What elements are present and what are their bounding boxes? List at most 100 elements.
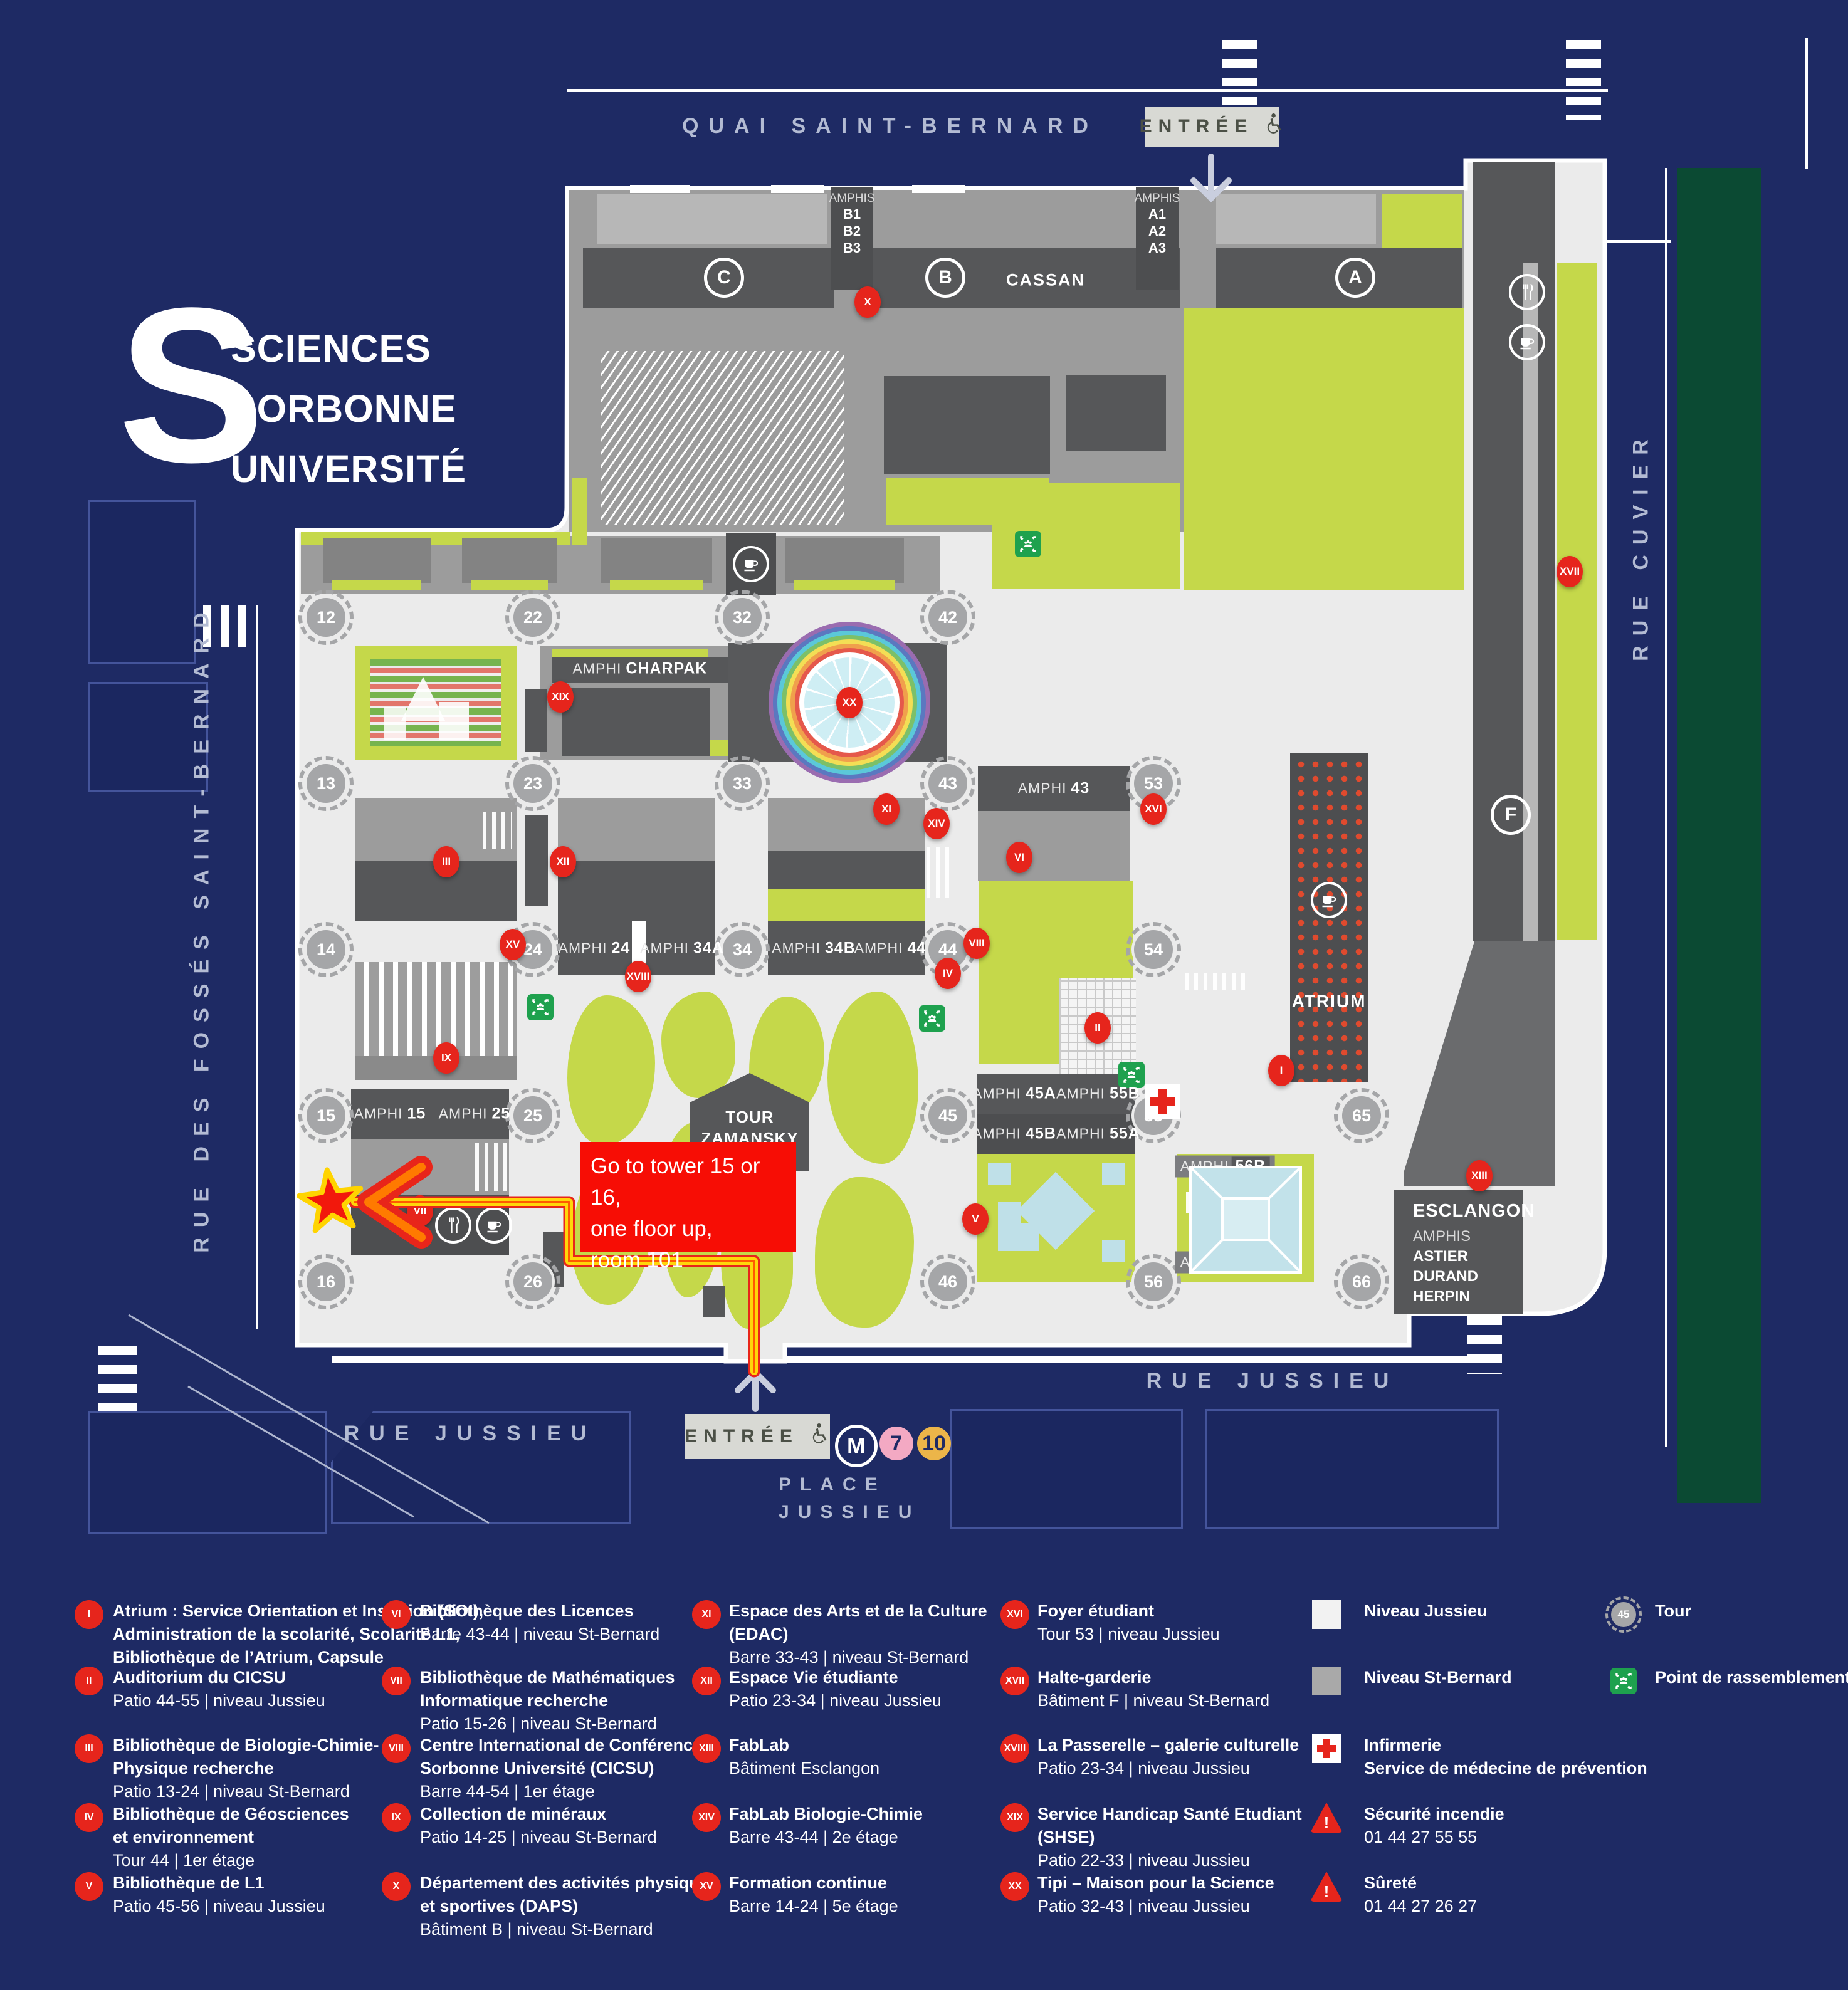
legend-marker-XX: XX [1000, 1872, 1029, 1901]
map-marker-XV: XV [500, 929, 526, 960]
tower-badge-66: 66 [1334, 1254, 1389, 1309]
tower-badge-46: 46 [920, 1254, 975, 1309]
building-block [1066, 375, 1166, 451]
restaurant-icon [435, 1207, 471, 1244]
sidewalk-line [785, 1356, 1499, 1363]
building-circle-A: A [1335, 258, 1375, 298]
map-marker-IX: IX [433, 1042, 459, 1074]
map-marker-XIX: XIX [547, 681, 574, 713]
amphi-45b-55a-bar [977, 1114, 1135, 1154]
map-marker-VII: VII [407, 1195, 433, 1227]
legend-marker-IX: IX [382, 1803, 411, 1832]
legend-marker-X: X [382, 1872, 411, 1901]
tower-badge-13: 13 [298, 756, 354, 811]
map-marker-XI: XI [873, 793, 900, 825]
instruction-annotation: Go to tower 15 or 16, one floor up, room… [580, 1142, 796, 1272]
street-label-quai: QUAI SAINT-BERNARD [682, 114, 1098, 138]
legend-marker-VII: VII [382, 1667, 411, 1695]
building-block [768, 851, 925, 889]
legend-marker-VI: VI [382, 1600, 411, 1629]
legend-item-text: Atrium : Service Orientation et Insertio… [113, 1601, 484, 1667]
map-marker-VIII: VIII [963, 928, 990, 959]
map-marker-XX: XX [836, 687, 863, 718]
building-block [884, 376, 1050, 474]
tower-badge-23: 23 [505, 756, 560, 811]
warning-icon: ! [1310, 1803, 1343, 1833]
wheelchair-icon [806, 1422, 830, 1451]
charpak-hall [562, 688, 710, 756]
tower-badge-33: 33 [715, 756, 770, 811]
amphis-b-tower [831, 187, 873, 290]
map-marker-II: II [1084, 1012, 1111, 1044]
assembly-point-icon [1118, 1062, 1145, 1088]
map-marker-XIV: XIV [923, 808, 950, 839]
building-circle-B: B [925, 258, 965, 298]
cafe-icon [733, 546, 769, 582]
cafe-icon [1311, 882, 1347, 918]
building-block [558, 798, 715, 861]
place-jussieu-line2: JUSSIEU [779, 1502, 921, 1522]
legend-marker-XI: XI [692, 1600, 721, 1629]
tower-badge-14: 14 [298, 922, 354, 977]
city-block [1205, 1409, 1499, 1529]
tower-badge-26: 26 [505, 1254, 560, 1309]
legend-marker-XVIII: XVIII [1000, 1734, 1029, 1763]
assembly-point-icon [919, 1005, 945, 1032]
map-marker-I: I [1268, 1055, 1294, 1086]
legend-marker-II: II [75, 1667, 103, 1695]
lawn-strip [572, 478, 587, 545]
legend-level-jussieu-swatch [1312, 1600, 1341, 1629]
tower-badge-43: 43 [920, 756, 975, 811]
legend-item-text: Service Handicap Santé Etudiant(SHSE)Pat… [1037, 1804, 1302, 1870]
building-b-cassan [873, 248, 1180, 308]
street-line [256, 611, 258, 1329]
legend-item-text: Espace des Arts et de la Culture(EDAC)Ba… [729, 1601, 987, 1667]
crosswalk [186, 605, 258, 647]
esclangon-building: ESCLANGON AMPHIS ASTIER DURAND HERPIN [1394, 1190, 1534, 1314]
park-strip [1677, 168, 1761, 1503]
first-aid-icon [1145, 1084, 1180, 1119]
city-block [950, 1409, 1183, 1529]
tower-badge-54: 54 [1126, 922, 1181, 977]
lawn [768, 889, 925, 921]
tower-icon: 45 [1605, 1596, 1642, 1633]
crosswalk [1467, 1316, 1502, 1374]
legend-marker-I: I [75, 1600, 103, 1629]
place-jussieu-line1: PLACE [779, 1474, 886, 1495]
map-marker-VI: VI [1006, 842, 1032, 873]
warning-icon: ! [1310, 1872, 1343, 1902]
assembly-point-icon [527, 994, 554, 1020]
tower-badge-56: 56 [1126, 1254, 1181, 1309]
atrium-label: ATRIUM [1291, 992, 1367, 1011]
map-marker-III: III [433, 846, 459, 877]
tower-badge-15: 15 [298, 1088, 354, 1143]
street-line [1805, 38, 1808, 169]
street-line [567, 89, 1608, 92]
legend-marker-XIV: XIV [692, 1803, 721, 1832]
map-marker-XII: XII [550, 846, 576, 877]
legend-item-text: Point de rassemblement [1655, 1668, 1848, 1687]
cafe-icon [476, 1207, 512, 1244]
tower-badge-45: 45 [920, 1088, 975, 1143]
assembly-point-icon [1015, 531, 1041, 557]
amphi-45a-55b-bar [977, 1074, 1135, 1114]
amphi-15-25-bar [351, 1089, 509, 1139]
